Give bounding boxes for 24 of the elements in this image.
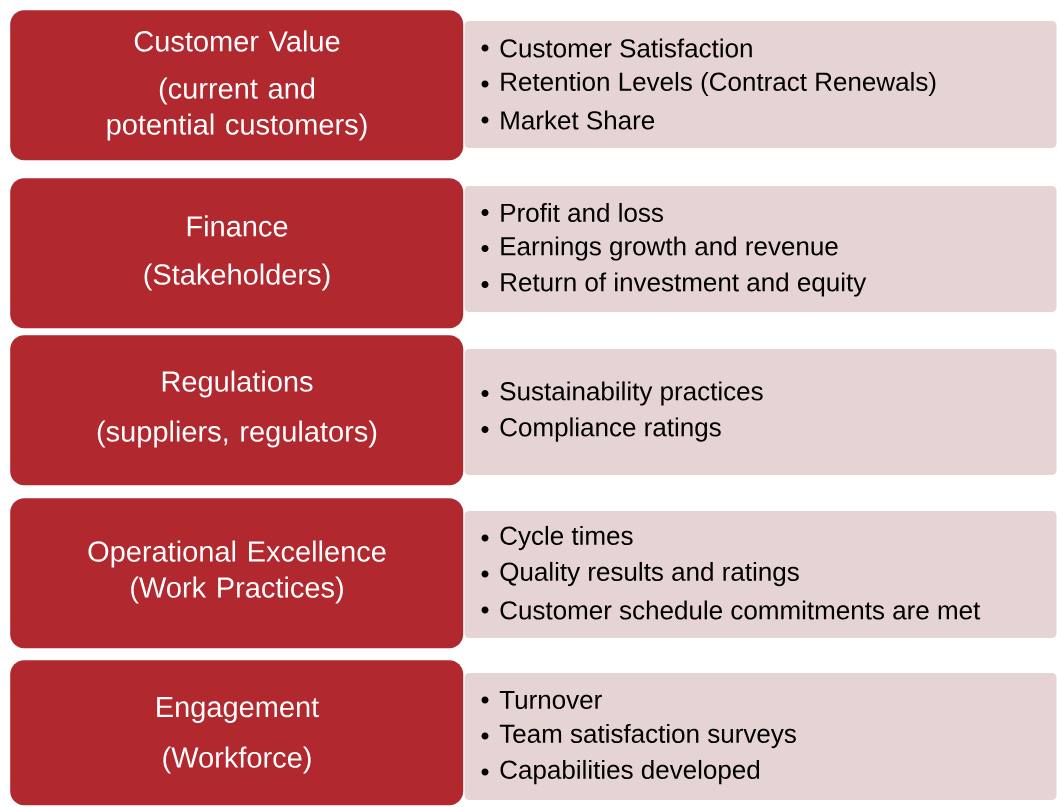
bullet-item: Customer schedule commitments are met: [481, 600, 981, 620]
list-box: [463, 348, 1057, 476]
list-box: [463, 672, 1057, 801]
category-box: Engagement (Workforce): [10, 660, 464, 806]
category-box: Regulations (suppliers, regulators): [10, 335, 464, 486]
bullet-item: Profit and loss: [481, 202, 663, 223]
bullet-item: Team satisfaction surveys: [481, 723, 796, 749]
list-box: [463, 185, 1057, 313]
category-box: Finance (Stakeholders): [10, 178, 464, 329]
list-box: [463, 510, 1057, 639]
bullet-item: Turnover: [481, 690, 602, 710]
bullet-item: Capabilities developed: [481, 759, 760, 785]
bullet-item: Quality results and ratings: [481, 561, 799, 587]
bullet-item: Return of investment and equity: [481, 272, 867, 297]
bullet-item: Customer Satisfaction: [481, 38, 752, 58]
bullet-item: Retention Levels (Contract Renewals): [481, 71, 936, 97]
bullet-item: Sustainability practices: [481, 381, 763, 406]
list-box: [463, 20, 1057, 149]
bullet-item: Compliance ratings: [481, 417, 721, 442]
bullet-item: Earnings growth and revenue: [481, 236, 838, 261]
bullet-item: Market Share: [481, 110, 655, 130]
bullet-item: Cycle times: [481, 525, 633, 551]
category-box: Customer Value (current and potential customers): [10, 10, 464, 161]
category-box: Operational Excellence (Work Practices): [10, 498, 464, 649]
